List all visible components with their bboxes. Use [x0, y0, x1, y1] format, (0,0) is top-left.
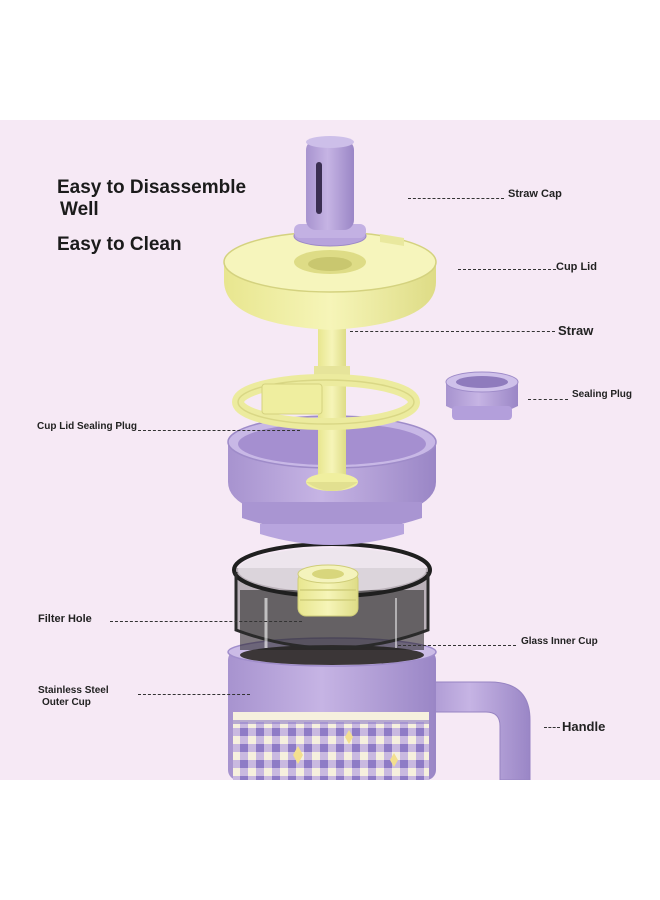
label-cup-lid-sealing-plug: Cup Lid Sealing Plug: [37, 421, 137, 432]
label-stainless-steel-line-1: Stainless Steel: [38, 685, 109, 696]
label-stainless-steel-line-2: Outer Cup: [42, 697, 91, 708]
label-handle: Handle: [562, 719, 606, 734]
headline-line-2: Well: [60, 199, 99, 220]
leader-handle: [544, 727, 560, 728]
leader-sealing-plug: [528, 399, 568, 400]
label-straw: Straw: [558, 323, 594, 338]
cup-lid-sealing-plug: [232, 374, 420, 430]
leader-cup-lid: [458, 269, 556, 270]
straw: [306, 322, 358, 491]
straw-cap: [293, 136, 367, 247]
leader-glass-inner-cup: [398, 645, 516, 646]
stainless-steel-outer-cup: [227, 637, 531, 780]
tumbler-illustration: [223, 136, 531, 780]
leader-straw: [350, 331, 555, 332]
label-straw-cap: Straw Cap: [508, 188, 562, 200]
leader-stainless-steel: [138, 694, 250, 695]
leader-straw-cap: [408, 198, 504, 199]
handle: [419, 681, 531, 780]
headline-line-3: Easy to Clean: [57, 234, 182, 255]
exploded-diagram: Easy to Disassemble Well Easy to Clean S…: [0, 120, 660, 780]
cup-lid: [223, 231, 437, 330]
leader-cup-lid-sealing-plug: [138, 430, 300, 431]
headline-line-1: Easy to Disassemble: [57, 177, 247, 198]
label-sealing-plug: Sealing Plug: [572, 389, 633, 400]
filter-hole: [297, 564, 359, 617]
label-glass-inner-cup: Glass Inner Cup: [521, 636, 598, 647]
sealing-plug: [445, 371, 519, 420]
label-filter-hole: Filter Hole: [38, 613, 92, 625]
label-cup-lid: Cup Lid: [556, 261, 597, 273]
leader-filter-hole: [110, 621, 302, 622]
